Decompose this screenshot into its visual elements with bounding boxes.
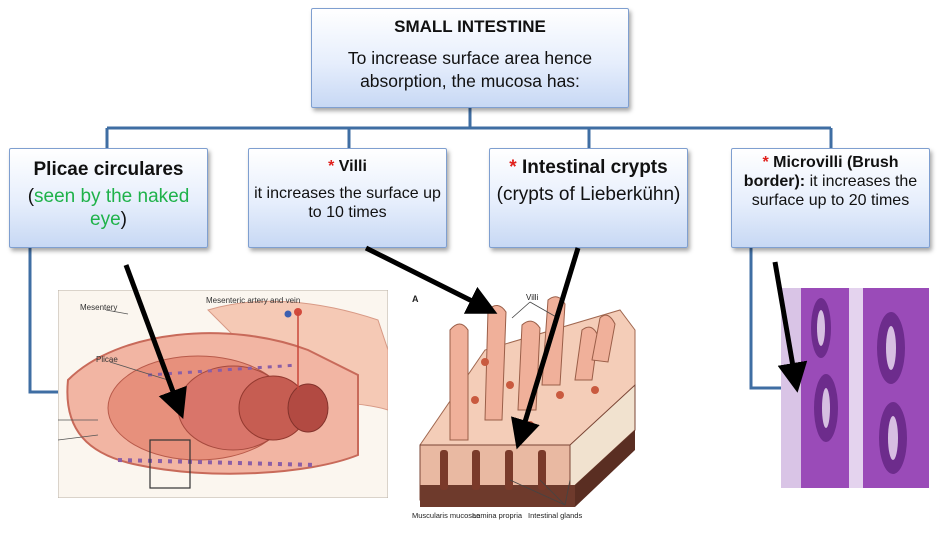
microvilli-text: it increases the surface up to 20 times xyxy=(751,173,918,210)
crypts-title: Intestinal crypts xyxy=(521,157,668,178)
microvilli-title: Microvilli (Brush border): xyxy=(743,154,899,191)
label-plicae: Plicae xyxy=(96,355,118,364)
label-intestinal-glands: Intestinal glands xyxy=(528,511,582,520)
microvilli-image-connector xyxy=(749,248,781,390)
microvilli-box: * Microvilli (Brush border): it increase… xyxy=(731,148,930,248)
crypts-box: * Intestinal crypts (crypts of Lieberküh… xyxy=(489,148,688,248)
crypts-text: (crypts of Lieberkühn) xyxy=(496,183,681,205)
villi-arrow xyxy=(364,245,498,314)
villi-illustration: A Villi Muscularis mucosae Lamina propri… xyxy=(412,293,636,520)
label-mesenteric-artery: Mesenteric artery and vein xyxy=(206,296,300,305)
villi-title: Villi xyxy=(338,158,367,175)
crypts-star: * xyxy=(509,157,517,178)
plicae-image-connector xyxy=(28,248,58,394)
plicae-illustration: Mesentery Mesenteric artery and vein Pli… xyxy=(58,290,388,498)
microvilli-arrow xyxy=(772,261,808,393)
villi-box: * Villi it increases the surface up to 1… xyxy=(248,148,447,248)
plicae-title: Plicae circulares xyxy=(33,159,184,180)
plicae-subtitle: (seen by the naked eye) xyxy=(10,186,207,232)
crypts-arrow xyxy=(511,247,581,450)
villi-text: it increases the surface up to 10 times xyxy=(254,185,441,222)
label-villi: Villi xyxy=(526,293,539,302)
villi-star: * xyxy=(328,158,335,175)
label-mesentery: Mesentery xyxy=(80,303,117,312)
root-title: SMALL INTESTINE xyxy=(394,17,546,36)
label-muscularis: Muscularis mucosae xyxy=(412,511,480,520)
naked-eye-text: seen by the naked eye xyxy=(34,185,190,230)
plicae-arrow xyxy=(123,264,187,420)
microvilli-star: * xyxy=(762,154,769,171)
label-a: A xyxy=(412,294,419,304)
label-lamina: Lamina propria xyxy=(472,511,523,520)
histology-image xyxy=(781,288,929,488)
crypts-heading: * Intestinal crypts xyxy=(494,157,683,180)
root-box: SMALL INTESTINE To increase surface area… xyxy=(311,8,629,108)
root-text: To increase surface area hence absorptio… xyxy=(347,48,593,92)
paren-open: ( xyxy=(27,185,35,207)
paren-close: ) xyxy=(120,208,127,230)
plicae-box: Plicae circulares (seen by the naked eye… xyxy=(9,148,208,248)
villi-heading: * Villi xyxy=(253,157,442,176)
